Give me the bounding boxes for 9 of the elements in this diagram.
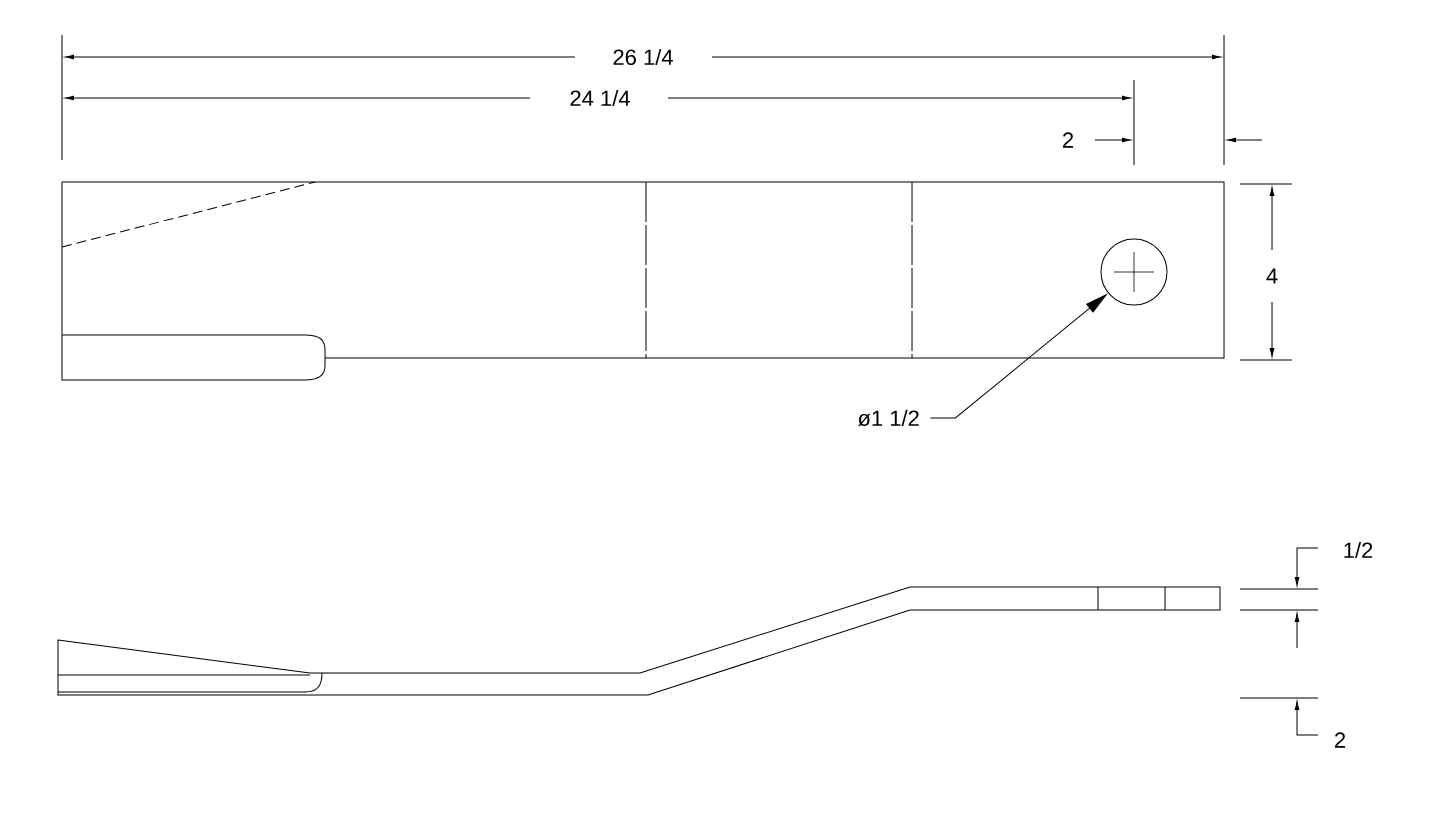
hole-circle xyxy=(1100,238,1168,306)
dimension-text: ø1 1/2 xyxy=(858,409,919,427)
dimension-text: 26 1/4 xyxy=(613,48,673,66)
dimension-text: 24 1/4 xyxy=(570,89,630,107)
dimension-text: 1/2 xyxy=(1344,541,1373,559)
dimension-text: 2 xyxy=(1063,132,1074,148)
dimension-text: 4 xyxy=(1266,268,1278,284)
dimension-text: 2 xyxy=(1335,732,1346,748)
leader-line xyxy=(929,294,1107,419)
